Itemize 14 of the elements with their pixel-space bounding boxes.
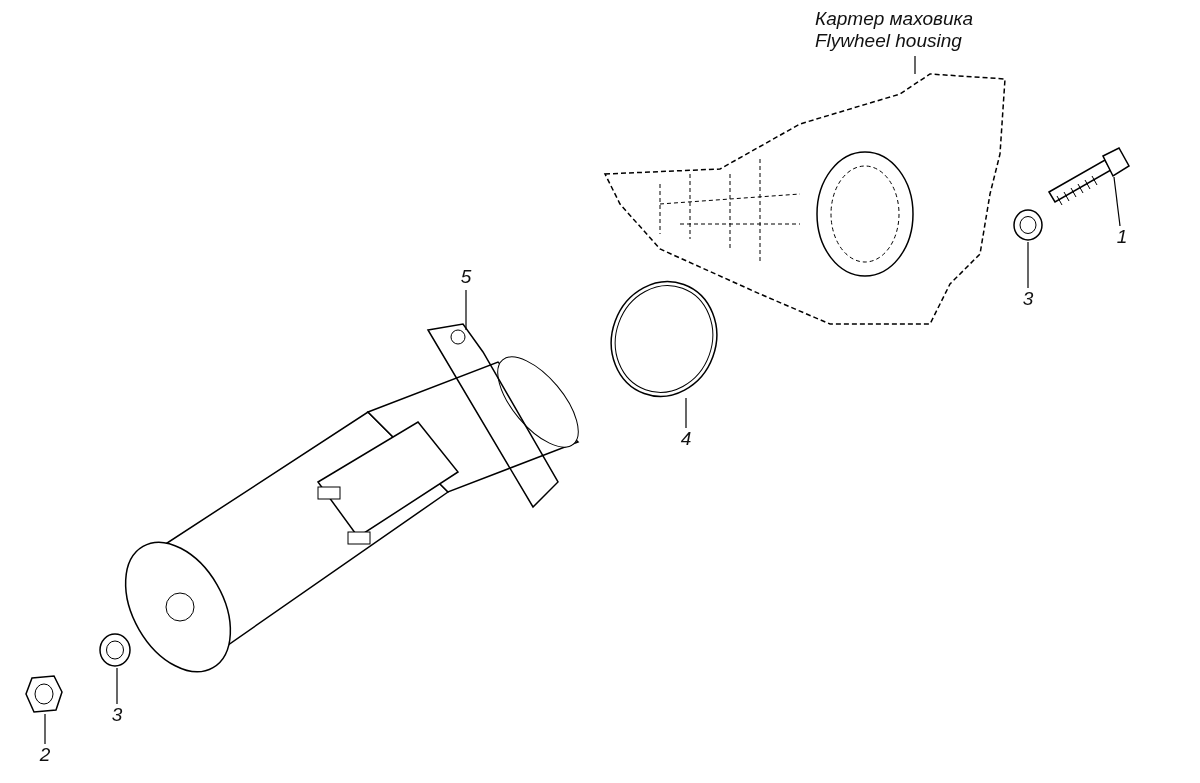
part-name: Flywheel housing <box>815 30 963 52</box>
callout-number: 1 <box>1112 226 1132 250</box>
leader-line <box>685 397 687 429</box>
leader-line <box>1027 241 1029 289</box>
callout-number: 3 <box>1018 288 1038 312</box>
callout-number: 5 <box>456 266 476 290</box>
leader-line <box>465 289 467 331</box>
callout-number: 3 <box>107 704 127 728</box>
callout-number: 4 <box>676 428 696 452</box>
leader-line <box>44 713 46 745</box>
callout-number: 2 <box>35 744 55 768</box>
leader-line <box>116 667 118 705</box>
part-name: Картер маховика <box>815 8 975 30</box>
leader-line <box>914 55 916 75</box>
